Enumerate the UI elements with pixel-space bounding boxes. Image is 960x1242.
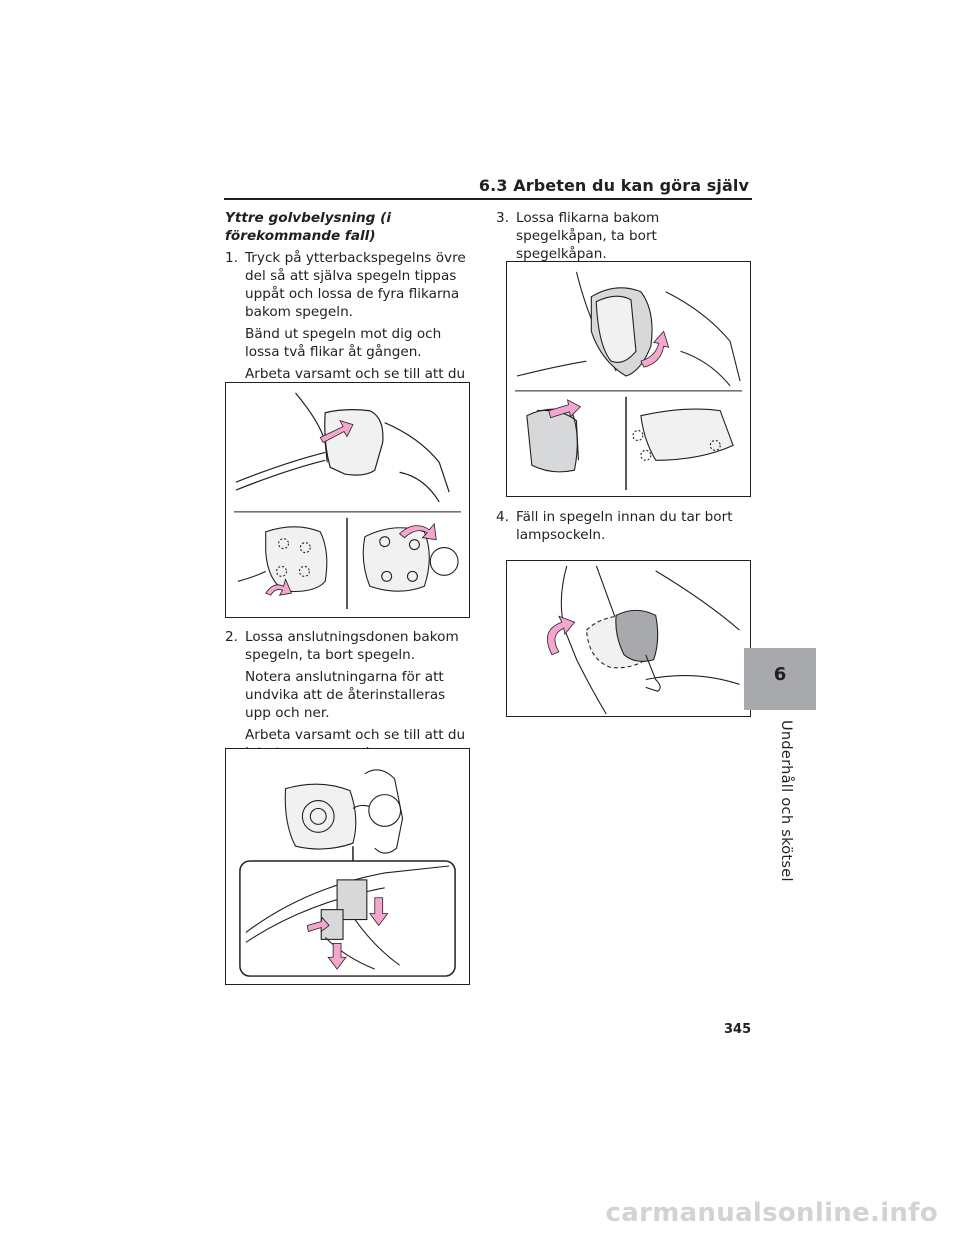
page-number: 345 bbox=[724, 1022, 752, 1037]
section-title: Yttre golvbelysning (i förekommande fall… bbox=[225, 210, 391, 244]
step-note: Bänd ut spegeln mot dig och lossa två fl… bbox=[245, 326, 442, 360]
chapter-number: 6 bbox=[773, 664, 787, 685]
step-number: 2. bbox=[225, 629, 238, 645]
step-3: 3. Lossa flikarna bakom spegelkåpan, ta … bbox=[496, 209, 744, 263]
step-note: Notera anslutningarna för att undvika at… bbox=[245, 669, 446, 721]
chapter-tab bbox=[744, 648, 816, 710]
figure-fold-mirror bbox=[506, 560, 751, 717]
arrow-icon bbox=[369, 897, 389, 927]
figure-mirror-cover bbox=[506, 261, 751, 497]
fold-mirror-illustration bbox=[546, 565, 740, 715]
left-column: Yttre golvbelysning (i förekommande fall… bbox=[225, 209, 473, 405]
watermark-text: carmanualsonline.info bbox=[605, 1198, 938, 1228]
right-column: 3. Lossa flikarna bakom spegelkåpan, ta … bbox=[496, 209, 744, 267]
step-text: Lossa anslutningsdonen bakom spegeln, ta… bbox=[245, 629, 459, 663]
step-1: 1. Tryck på ytterbackspegelns övre del s… bbox=[225, 249, 473, 321]
mirror-tilt-illustration bbox=[233, 392, 462, 610]
arrow-icon bbox=[548, 399, 582, 419]
right-column-lower: 4. Fäll in spegeln innan du tar bort lam… bbox=[496, 508, 744, 548]
step-number: 3. bbox=[496, 210, 509, 226]
step-number: 4. bbox=[496, 509, 509, 525]
header-rule bbox=[224, 198, 752, 200]
step-4: 4. Fäll in spegeln innan du tar bort lam… bbox=[496, 508, 744, 544]
mirror-cover-illustration bbox=[514, 271, 743, 491]
step-text: Tryck på ytterbackspegelns övre del så a… bbox=[245, 250, 466, 320]
chapter-label: Underhåll och skötsel bbox=[778, 720, 794, 882]
section-header-title: 6.3 Arbeten du kan göra själv bbox=[478, 176, 749, 195]
figure-connectors bbox=[225, 748, 470, 985]
arrow-icon bbox=[306, 916, 330, 933]
step-text: Lossa flikarna bakom spegelkåpan, ta bor… bbox=[516, 210, 660, 262]
arrow-icon bbox=[265, 578, 293, 596]
figure-mirror-tilt bbox=[225, 382, 470, 618]
step-text: Fäll in spegeln innan du tar bort lampso… bbox=[516, 509, 733, 543]
step-number: 1. bbox=[225, 250, 238, 266]
arrow-icon bbox=[640, 330, 670, 368]
arrow-icon bbox=[327, 942, 347, 970]
arrow-icon bbox=[319, 420, 354, 444]
arrow-icon bbox=[398, 522, 437, 541]
connector-illustration bbox=[239, 769, 456, 977]
step-2: 2. Lossa anslutningsdonen bakom spegeln,… bbox=[225, 628, 473, 664]
rotate-arrow-icon bbox=[546, 615, 576, 656]
left-column-lower: 2. Lossa anslutningsdonen bakom spegeln,… bbox=[225, 628, 473, 766]
